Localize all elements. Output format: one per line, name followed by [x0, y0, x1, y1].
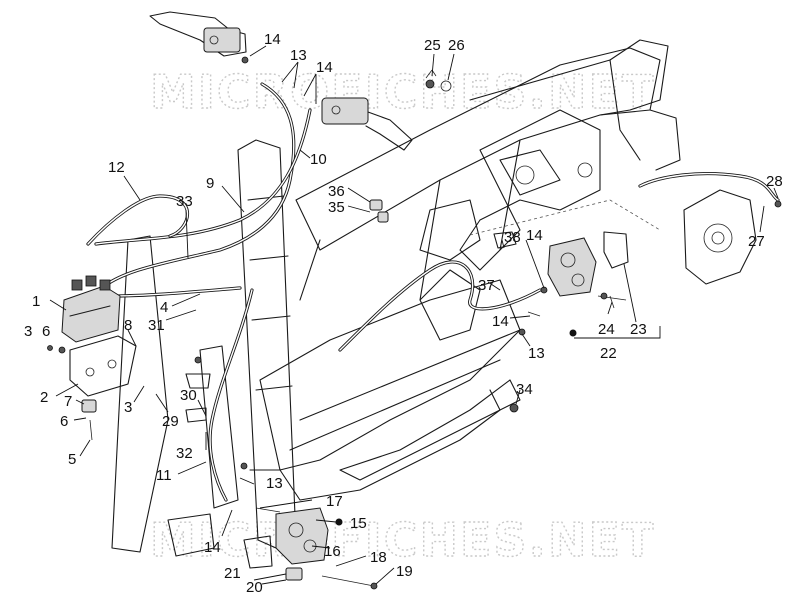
callout-21: 21 [224, 565, 241, 582]
watermark-top: MICROFICHES.NET [150, 65, 655, 119]
callout-31: 31 [148, 317, 165, 334]
rear-master-cylinder [321, 97, 413, 151]
callout-25: 25 [424, 37, 441, 54]
callouts: 1 2 3 3 4 5 6 6 7 8 9 10 11 12 13 13 13 … [24, 31, 783, 596]
callout-35: 35 [328, 199, 345, 216]
callout-3: 3 [124, 399, 132, 416]
front-master-cylinder [149, 11, 249, 64]
callout-36: 36 [328, 183, 345, 200]
callout-16: 16 [324, 543, 341, 560]
callout-29: 29 [162, 413, 179, 430]
callout-34: 34 [516, 381, 533, 398]
callout-32: 32 [176, 445, 193, 462]
callout-12: 12 [108, 159, 125, 176]
callout-8: 8 [124, 317, 132, 334]
callout-14: 14 [526, 227, 543, 244]
callout-28: 28 [766, 173, 783, 190]
callout-17: 17 [326, 493, 343, 510]
group-marker-front [335, 518, 343, 526]
callout-13: 13 [528, 345, 545, 362]
callout-5: 5 [68, 451, 76, 468]
abs-bracket [47, 335, 137, 441]
callout-38: 38 [504, 229, 521, 246]
callout-13: 13 [290, 47, 307, 64]
callout-14: 14 [264, 31, 281, 48]
callout-14: 14 [204, 539, 221, 556]
rear-hub-cover [683, 189, 757, 285]
callout-15: 15 [350, 515, 367, 532]
callout-6: 6 [60, 413, 68, 430]
callout-2: 2 [40, 389, 48, 406]
leader-lines [49, 45, 779, 585]
scooter-frame [111, 39, 681, 557]
callout-14: 14 [316, 59, 333, 76]
watermark-bottom: MICROFICHES.NET [150, 513, 655, 567]
callout-23: 23 [630, 321, 647, 338]
callout-30: 30 [180, 387, 197, 404]
callout-24: 24 [598, 321, 615, 338]
abs-unit [61, 275, 121, 343]
callout-20: 20 [246, 579, 263, 596]
callout-19: 19 [396, 563, 413, 580]
callout-27: 27 [748, 233, 765, 250]
callout-6: 6 [42, 323, 50, 340]
callout-9: 9 [206, 175, 214, 192]
callout-14: 14 [492, 313, 509, 330]
rear-caliper [547, 231, 629, 301]
callout-26: 26 [448, 37, 465, 54]
group-marker-rear [569, 329, 577, 337]
callout-11: 11 [156, 467, 172, 484]
callout-1: 1 [32, 293, 40, 310]
callout-10: 10 [310, 151, 327, 168]
callout-33: 33 [176, 193, 193, 210]
callout-13: 13 [266, 475, 283, 492]
brake-hoses [86, 82, 780, 502]
callout-22: 22 [600, 345, 617, 362]
small-hardware [185, 69, 782, 470]
callout-7: 7 [64, 393, 72, 410]
callout-37: 37 [478, 277, 495, 294]
callout-4: 4 [160, 299, 168, 316]
callout-3: 3 [24, 323, 32, 340]
callout-18: 18 [370, 549, 387, 566]
